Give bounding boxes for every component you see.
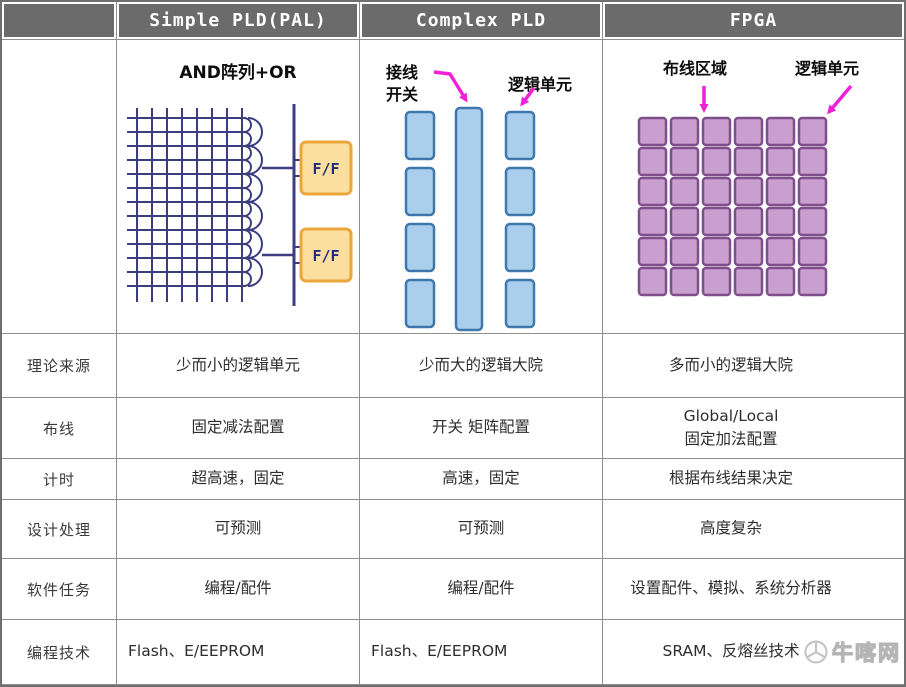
cpld-switch-label: 接线 开关 <box>386 63 419 104</box>
pal-and-gate-arcs-big <box>247 117 263 287</box>
pal-diagram-title: AND阵列+OR <box>179 63 297 83</box>
cell-timing-complex: 高速，固定 <box>360 459 603 500</box>
pal-and-gate-arcs-small <box>243 117 252 287</box>
cell-theory-complex: 少而大的逻辑大院 <box>360 334 603 398</box>
cpld-switch-arrow <box>433 70 468 103</box>
cell-value: Flash、E/EEPROM <box>128 642 265 661</box>
fpga-logic-cell-grid <box>637 116 828 297</box>
fpga-logic-unit-label: 逻辑单元 <box>795 59 860 78</box>
cell-value: 固定减法配置 <box>191 418 285 437</box>
cell-value: 根据布线结果决定 <box>668 469 793 488</box>
ff-box-top <box>299 140 353 196</box>
cell-value: SRAM、反熔丝技术 <box>662 642 800 661</box>
diagram-row-label-cell-empty <box>2 40 117 334</box>
cell-value: 可预测 <box>214 519 262 538</box>
header-cell-fpga: FPGA <box>603 2 904 40</box>
row-label-text: 计时 <box>42 470 75 489</box>
cell-theory-fpga: 多而小的逻辑大院 <box>603 334 904 398</box>
cell-value: 开关 矩阵配置 <box>432 418 530 437</box>
fpga-cell-array-diagram <box>637 84 853 297</box>
cpld-switch-matrix-bar <box>454 106 484 332</box>
cell-programming-complex: Flash、E/EEPROM <box>360 620 603 685</box>
ff-box-bottom <box>299 227 353 283</box>
row-label-text: 编程技术 <box>26 643 91 662</box>
row-label-theory-source: 理论来源 <box>2 334 117 398</box>
cell-value: 少而小的逻辑单元 <box>175 355 300 374</box>
cell-design-fpga: 高度复杂 <box>603 500 904 559</box>
cell-timing-simple: 超高速，固定 <box>117 459 360 500</box>
cell-value: 超高速，固定 <box>191 469 285 488</box>
row-label-text: 布线 <box>42 419 75 438</box>
cell-value: 编程/配件 <box>447 579 515 598</box>
cell-value: 高速，固定 <box>442 469 520 488</box>
cell-value: 设置配件、模拟、系统分析器 <box>630 579 832 598</box>
cell-value: 编程/配件 <box>204 579 272 598</box>
cell-routing-simple: 固定减法配置 <box>117 398 360 459</box>
pal-output-lines <box>262 166 294 257</box>
row-label-timing: 计时 <box>2 459 117 500</box>
row-label-text: 理论来源 <box>26 357 91 375</box>
cell-design-complex: 可预测 <box>360 500 603 559</box>
header-simple-pld-label: Simple PLD(PAL) <box>119 4 357 37</box>
row-label-software-tasks: 软件任务 <box>2 559 117 620</box>
cell-design-simple: 可预测 <box>117 500 360 559</box>
row-label-design-handling: 设计处理 <box>2 500 117 559</box>
pal-and-array-diagram: F/F F/F <box>127 104 353 306</box>
cpld-logic-bars <box>404 106 536 332</box>
cell-routing-fpga: Global/Local 固定加法配置 <box>603 398 904 459</box>
pal-ff-stub-lines <box>294 159 301 264</box>
cell-value: 可预测 <box>457 519 505 538</box>
cell-value: 多而小的逻辑大院 <box>668 355 793 374</box>
diagram-simple-pld: AND阵列+OR F/F F/F <box>117 40 360 334</box>
cell-timing-fpga: 根据布线结果决定 <box>603 459 904 500</box>
ff-box-top-label: F/F <box>312 160 339 178</box>
row-label-text: 设计处理 <box>26 520 91 539</box>
row-label-programming-tech: 编程技术 <box>2 620 117 685</box>
header-blank-fill <box>4 4 114 37</box>
fpga-routing-area-label: 布线区域 <box>663 59 728 78</box>
row-label-text: 软件任务 <box>26 580 91 599</box>
cell-software-fpga: 设置配件、模拟、系统分析器 <box>603 559 904 620</box>
header-cell-simple-pld: Simple PLD(PAL) <box>117 2 360 40</box>
cell-value: 高度复杂 <box>699 519 762 538</box>
cell-theory-simple: 少而小的逻辑单元 <box>117 334 360 398</box>
cpld-block-diagram <box>404 70 536 332</box>
header-complex-pld-label: Complex PLD <box>362 4 600 37</box>
cell-routing-complex: 开关 矩阵配置 <box>360 398 603 459</box>
pal-grid-lines <box>127 108 244 302</box>
cpld-logic-arrow <box>520 86 536 107</box>
header-cell-complex-pld: Complex PLD <box>360 2 603 40</box>
cell-value: Flash、E/EEPROM <box>371 642 508 661</box>
diagram-complex-pld: 接线 开关 逻辑单元 <box>360 40 603 334</box>
diagram-fpga: 布线区域 逻辑单元 <box>603 40 904 334</box>
header-fpga-label: FPGA <box>605 4 902 37</box>
cell-programming-fpga: SRAM、反熔丝技术 牛喀网 <box>603 620 904 685</box>
cell-value: Global/Local 固定加法配置 <box>683 406 779 448</box>
ff-box-bottom-label: F/F <box>312 247 339 265</box>
cell-value: 少而大的逻辑大院 <box>418 355 543 374</box>
row-label-routing: 布线 <box>2 398 117 459</box>
cell-software-simple: 编程/配件 <box>117 559 360 620</box>
cell-programming-simple: Flash、E/EEPROM <box>117 620 360 685</box>
fpga-logic-arrow <box>827 84 853 115</box>
cpld-logic-unit-label: 逻辑单元 <box>508 75 573 94</box>
header-cell-blank <box>2 2 117 40</box>
cell-software-complex: 编程/配件 <box>360 559 603 620</box>
